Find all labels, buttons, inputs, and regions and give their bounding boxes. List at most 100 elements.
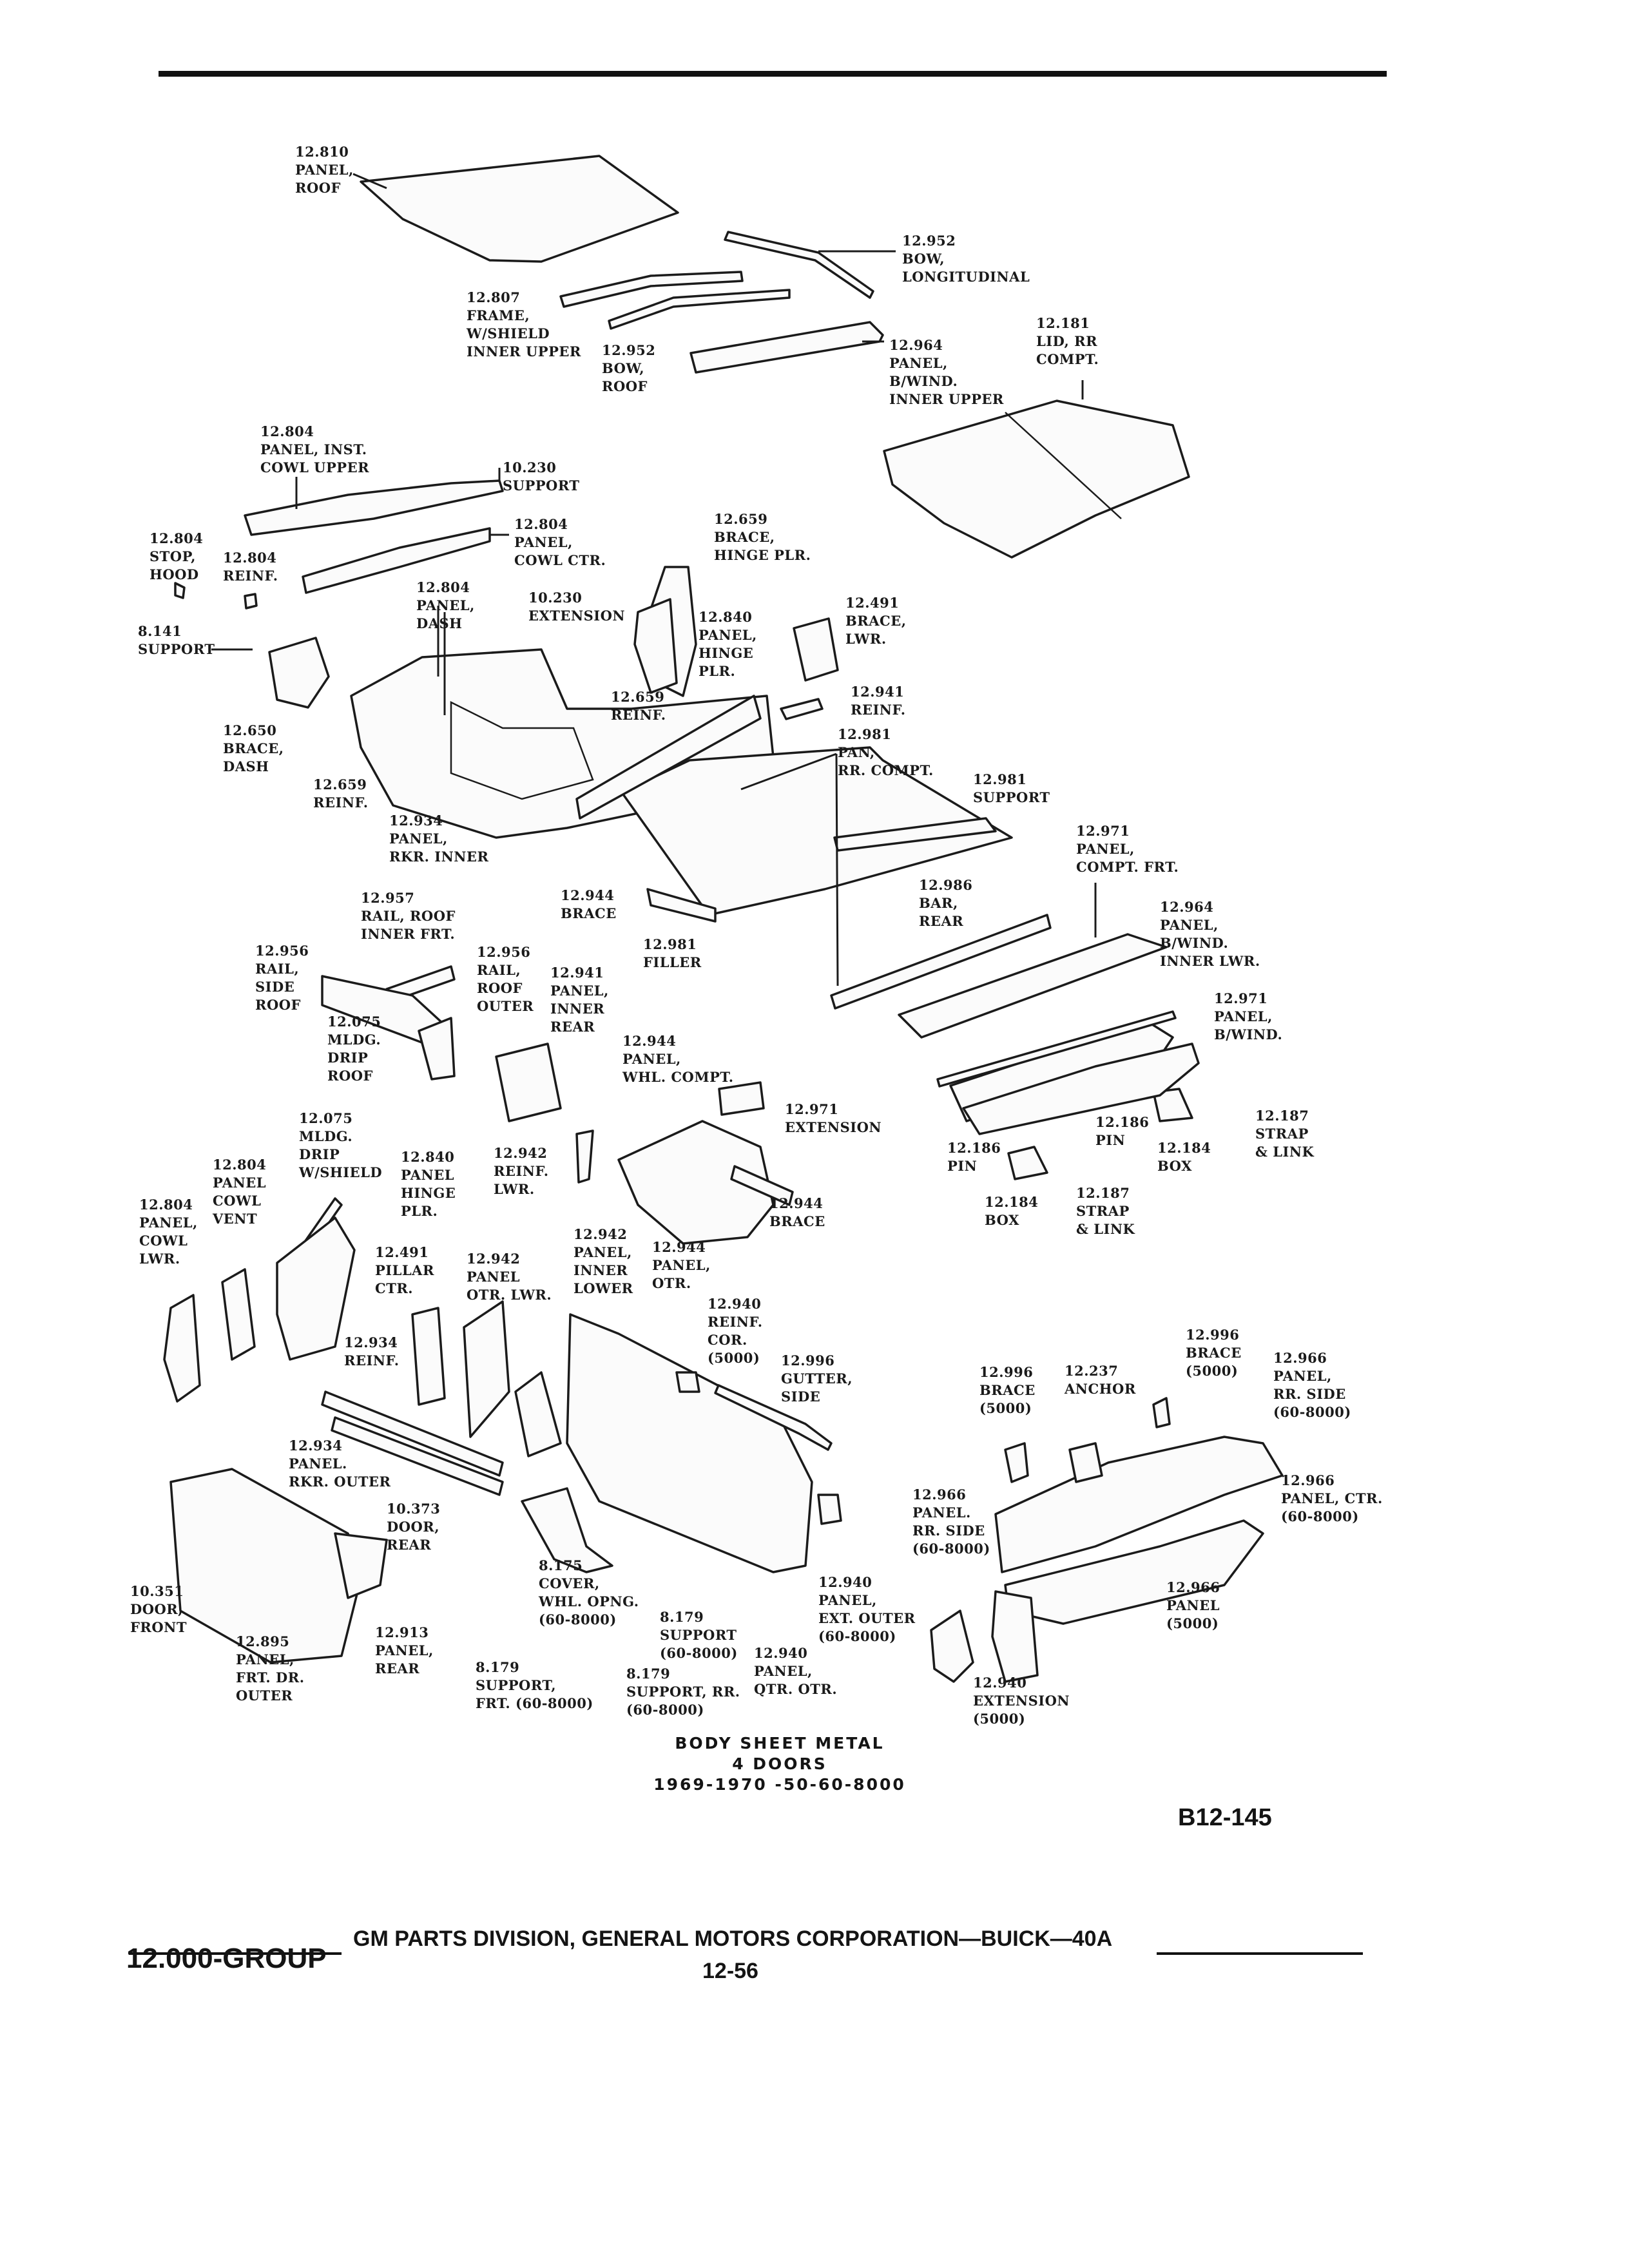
callout-dash-panel: 12.804 PANEL, DASH <box>416 579 475 631</box>
caption-years: 1969-1970 -50-60-8000 <box>653 1775 906 1794</box>
pan-leader <box>740 753 839 986</box>
callout-extension-12971: 12.971 EXTENSION <box>785 1101 882 1135</box>
callout-roof-rail-inner-front: 12.957 RAIL, ROOF INNER FRT. <box>361 890 456 942</box>
caption-title: BODY SHEET METAL <box>675 1734 885 1753</box>
wheel-compartment-panel-part <box>617 1120 775 1245</box>
lid-crease <box>1005 412 1122 519</box>
group-number: 12.000-GROUP <box>126 1943 327 1974</box>
rear-compartment-pan-part <box>621 746 1013 916</box>
callout-hinge-pillar-panel-2: 12.840 PANEL HINGE PLR. <box>401 1149 456 1219</box>
center-pillar-part <box>411 1307 446 1406</box>
callout-reinf-lower-12942: 12.942 REINF. LWR. <box>494 1145 549 1197</box>
callout-center-pillar: 12.491 PILLAR CTR. <box>375 1244 434 1296</box>
callout-compartment-front-panel: 12.971 PANEL, COMPT. FRT. <box>1076 823 1179 875</box>
callout-outer-lower-panel: 12.942 PANEL OTR. LWR. <box>467 1251 552 1303</box>
floor-tunnel <box>450 700 594 800</box>
callout-pin-left: 12.186 PIN <box>947 1140 1001 1174</box>
extension-5000-part <box>930 1610 974 1683</box>
hinge-pillar-panel-part <box>633 598 678 694</box>
hood-stop-part <box>174 582 186 599</box>
rear-side-panel-part <box>994 1436 1284 1573</box>
callout-rear-bar: 12.986 BAR, REAR <box>919 877 973 929</box>
frame-windshield-part <box>559 271 744 308</box>
callout-quarter-outer-panel: 12.940 PANEL, QTR. OTR. <box>754 1645 838 1697</box>
callout-extension-5000: 12.940 EXTENSION (5000) <box>973 1675 1070 1727</box>
filler-part <box>646 888 717 923</box>
back-window-gutter-part <box>962 1043 1200 1135</box>
callout-anchor: 12.237 ANCHOR <box>1065 1363 1136 1397</box>
callout-box-left: 12.184 BOX <box>985 1194 1039 1228</box>
callout-cowl-center: 12.804 PANEL, COWL CTR. <box>514 516 606 568</box>
callout-reinf-12941: 12.941 REINF. <box>851 684 906 718</box>
cowl-lower-part <box>163 1294 201 1403</box>
callout-hood-stop: 12.804 STOP, HOOD <box>149 530 204 582</box>
callout-outer-panel-12944: 12.944 PANEL, OTR. <box>652 1239 711 1291</box>
rear-door-outer-part <box>334 1532 388 1599</box>
callout-pin-right: 12.186 PIN <box>1095 1114 1150 1148</box>
inner-lower-panel-part <box>514 1371 562 1457</box>
rocker-outer-part <box>331 1416 504 1496</box>
callout-brace-12944: 12.944 BRACE <box>561 887 617 921</box>
callout-corner-reinf: 12.940 REINF. COR. (5000) <box>708 1296 763 1366</box>
page-number: 12-56 <box>702 1959 758 1983</box>
anchor-part <box>1068 1442 1103 1483</box>
callout-ext-outer-panel: 12.940 PANEL, EXT. OUTER (60-8000) <box>818 1574 916 1644</box>
callout-back-window-inner-upper: 12.964 PANEL, B/WIND. INNER UPPER <box>889 337 1004 407</box>
instrument-cowl-upper-part <box>244 479 504 536</box>
back-window-inner-upper-part <box>689 321 884 374</box>
callout-filler: 12.981 FILLER <box>643 936 702 970</box>
inner-rear-panel-part <box>495 1043 562 1122</box>
callout-support-8179-rear: 8.179 SUPPORT, RR. (60-8000) <box>626 1666 740 1718</box>
brace-5000-part <box>1004 1442 1029 1483</box>
callout-dash-brace: 12.650 BRACE, DASH <box>223 722 284 774</box>
callout-hinge-pillar-panel: 12.840 PANEL, HINGE PLR. <box>699 609 757 679</box>
callout-hinge-pillar-brace: 12.659 BRACE, HINGE PLR. <box>714 511 811 563</box>
reinf-12941-part <box>780 698 824 720</box>
callout-roof-bow: 12.952 BOW, ROOF <box>602 342 656 394</box>
callout-rear-compartment-pan: 12.981 PAN, RR. COMPT. <box>838 726 934 778</box>
brace-5000-right-part <box>1152 1397 1171 1428</box>
callout-support-8141: 8.141 SUPPORT <box>138 623 215 657</box>
callout-cowl-vent: 12.804 PANEL COWL VENT <box>213 1157 267 1227</box>
back-window-lower-part <box>936 1010 1177 1088</box>
division-line: GM PARTS DIVISION, GENERAL MOTORS CORPOR… <box>353 1927 1113 1951</box>
callout-support-10230: 10.230 SUPPORT <box>503 459 580 494</box>
corner-reinf-part <box>675 1371 700 1393</box>
lower-brace-part <box>793 617 839 682</box>
panel-5000-part <box>991 1590 1039 1683</box>
compartment-front-panel-part <box>898 933 1168 1039</box>
callout-roof-rail-outer: 12.956 RAIL, ROOF OUTER <box>477 944 534 1014</box>
hood-reinf-part <box>244 593 258 610</box>
callout-center-panel: 12.966 PANEL, CTR. (60-8000) <box>1281 1472 1383 1524</box>
callout-rear-door: 10.373 DOOR, REAR <box>387 1501 441 1553</box>
rear-compartment-lid-part <box>883 399 1190 559</box>
rocker-inner-part <box>575 695 762 820</box>
callout-drip-molding-roof: 12.075 MLDG. DRIP ROOF <box>327 1014 381 1084</box>
cowl-center-part <box>302 527 491 594</box>
reference-code: B12-145 <box>1178 1804 1272 1831</box>
diagram-caption: BODY SHEET METAL 4 DOORS 1969-1970 -50-6… <box>612 1733 947 1795</box>
callout-windshield-frame: 12.807 FRAME, W/SHIELD INNER UPPER <box>467 289 581 360</box>
callout-extension-10230: 10.230 EXTENSION <box>528 590 626 624</box>
callout-inner-rear-panel: 12.941 PANEL, INNER REAR <box>550 965 609 1035</box>
callout-back-window-inner-lower: 12.964 PANEL, B/WIND. INNER LWR. <box>1160 899 1260 969</box>
front-door-part <box>169 1468 362 1664</box>
roof-panel-part <box>360 155 679 263</box>
outer-lower-panel-part <box>463 1300 510 1438</box>
callout-box-right: 12.184 BOX <box>1157 1140 1211 1174</box>
callout-lower-brace: 12.491 BRACE, LWR. <box>845 595 907 647</box>
rocker-reinf-part <box>321 1390 504 1477</box>
callout-longitudinal-bow: 12.952 BOW, LONGITUDINAL <box>902 233 1030 285</box>
callout-drip-molding-windshield: 12.075 MLDG. DRIP W/SHIELD <box>299 1110 383 1180</box>
longitudinal-bow-part <box>724 231 874 299</box>
callout-strap-link-right: 12.187 STRAP & LINK <box>1255 1108 1315 1160</box>
callout-brace-5000-left: 12.996 BRACE (5000) <box>979 1364 1036 1416</box>
gutter-side-part <box>714 1384 833 1451</box>
callout-support-8179-front: 8.179 SUPPORT, FRT. (60-8000) <box>476 1659 593 1711</box>
strap-box-left-part <box>1007 1146 1048 1180</box>
callout-support-8179-mid: 8.179 SUPPORT (60-8000) <box>660 1609 738 1661</box>
ext-outer-panel-part <box>817 1494 842 1525</box>
top-rule <box>159 71 1387 77</box>
strap-box-right-part <box>1152 1088 1193 1122</box>
